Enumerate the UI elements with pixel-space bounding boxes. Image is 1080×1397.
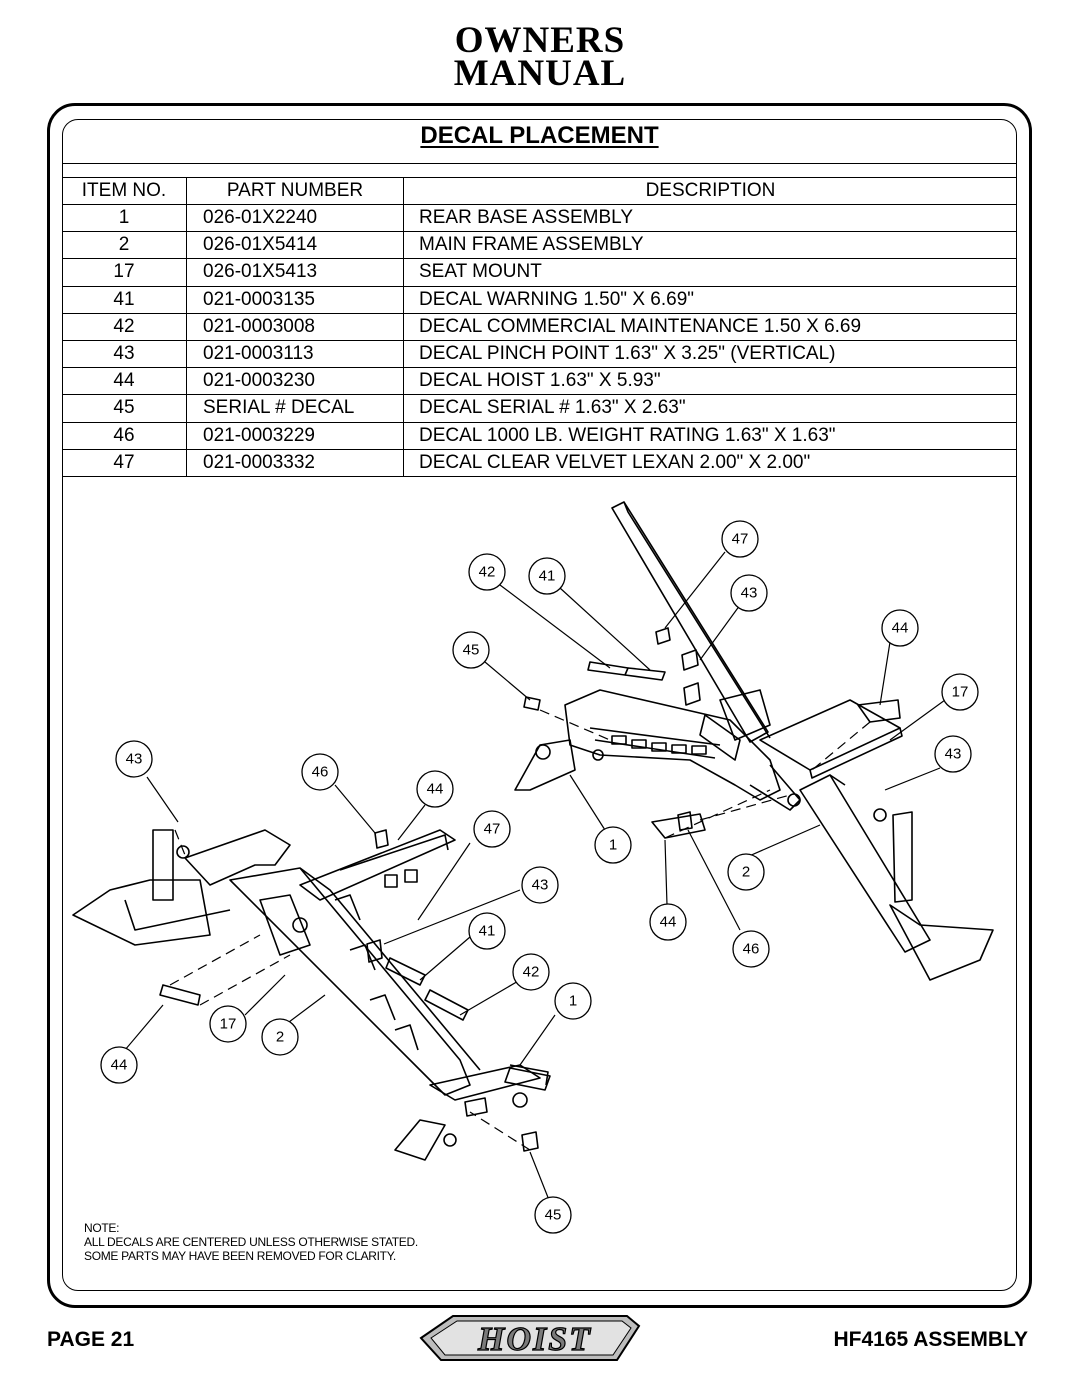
callout-label: 46 xyxy=(743,941,760,958)
col-description: DESCRIPTION xyxy=(403,177,1017,205)
callout-label: 2 xyxy=(276,1029,284,1046)
decal-placement-diagram: 47 42 41 43 44 45 17 43 43 46 44 47 1 2 43 41 44 46 42 1 17 2… xyxy=(72,501,994,1234)
callout-label: 44 xyxy=(660,914,677,931)
description-cell: DECAL HOIST 1.63" X 5.93" xyxy=(403,367,1017,396)
item-no-cell: 2 xyxy=(62,231,187,260)
item-no-cell: 45 xyxy=(62,394,187,423)
item-no-cell: 43 xyxy=(62,339,187,369)
seat-mount-left xyxy=(299,829,456,901)
title-divider xyxy=(62,163,1017,164)
callout-label: 47 xyxy=(732,531,749,548)
decals-lower xyxy=(159,829,551,1152)
part-number-cell: 026-01X2240 xyxy=(186,203,404,233)
item-no-cell: 44 xyxy=(62,367,187,396)
description-cell: DECAL PINCH POINT 1.63" X 3.25" (VERTICA… xyxy=(403,339,1017,369)
part-number-cell: 021-0003008 xyxy=(186,312,404,341)
callout-label: 2 xyxy=(742,864,750,881)
table-header-row: ITEM NO. PART NUMBER DESCRIPTION xyxy=(62,177,1017,205)
part-number-cell: 021-0003230 xyxy=(186,367,404,396)
rear-base-right xyxy=(787,774,994,981)
description-cell: DECAL COMMERCIAL MAINTENANCE 1.50 X 6.69 xyxy=(403,312,1017,341)
callout-label: 44 xyxy=(427,781,444,798)
description-cell: MAIN FRAME ASSEMBLY xyxy=(403,231,1017,260)
item-no-cell: 41 xyxy=(62,285,187,314)
callout-label: 43 xyxy=(741,585,758,602)
description-cell: SEAT MOUNT xyxy=(403,258,1017,287)
callout-circles xyxy=(100,520,979,1234)
part-number-cell: 026-01X5413 xyxy=(186,258,404,287)
item-no-cell: 17 xyxy=(62,258,187,287)
callout-label: 43 xyxy=(126,751,143,768)
callout-label: 43 xyxy=(945,746,962,763)
callout-label: 46 xyxy=(312,764,329,781)
rear-frame-left xyxy=(394,1064,549,1161)
callout-label: 42 xyxy=(523,964,540,981)
svg-text:HOIST: HOIST xyxy=(477,1321,592,1358)
note-label: NOTE: xyxy=(84,1221,120,1235)
callout-label: 1 xyxy=(569,993,577,1010)
item-no-cell: 42 xyxy=(62,312,187,341)
hoist-logo: HOIST xyxy=(419,1315,641,1361)
callout-label: 42 xyxy=(479,564,496,581)
part-number-cell: 021-0003135 xyxy=(186,285,404,314)
callout-label: 45 xyxy=(463,642,480,659)
part-number-cell: 021-0003113 xyxy=(186,339,404,369)
col-item-no: ITEM NO. xyxy=(62,177,187,205)
callout-label: 41 xyxy=(539,568,556,585)
part-number-cell: 026-01X5414 xyxy=(186,231,404,260)
inner-frame xyxy=(62,119,1017,1291)
callout-label: 45 xyxy=(545,1207,562,1224)
page-number: PAGE 21 xyxy=(47,1328,135,1351)
leader-lines xyxy=(124,551,946,1201)
callout-label: 17 xyxy=(220,1016,237,1033)
alignment-lines xyxy=(169,709,871,1151)
item-no-cell: 46 xyxy=(62,421,187,450)
main-frame-right xyxy=(514,689,781,801)
callout-label: 44 xyxy=(111,1057,128,1074)
main-frame-left xyxy=(229,867,481,1096)
part-number-cell: SERIAL # DECAL xyxy=(186,394,404,423)
description-cell: DECAL CLEAR VELVET LEXAN 2.00" X 2.00" xyxy=(403,448,1017,477)
description-cell: DECAL SERIAL # 1.63" X 2.63" xyxy=(403,394,1017,423)
col-part-number: PART NUMBER xyxy=(186,177,404,205)
outer-frame xyxy=(47,103,1032,1308)
item-no-cell: 1 xyxy=(62,203,187,233)
callout-label: 17 xyxy=(952,684,969,701)
description-cell: DECAL WARNING 1.50" X 6.69" xyxy=(403,285,1017,314)
callout-label: 47 xyxy=(484,821,501,838)
note-line-2: SOME PARTS MAY HAVE BEEN REMOVED FOR CLA… xyxy=(84,1249,396,1263)
model-assembly: HF4165 ASSEMBLY xyxy=(833,1328,1028,1351)
part-number-cell: 021-0003229 xyxy=(186,421,404,450)
section-title: DECAL PLACEMENT xyxy=(420,122,659,149)
part-number-cell: 021-0003332 xyxy=(186,448,404,477)
upright-assembly xyxy=(611,501,771,761)
note-line-1: ALL DECALS ARE CENTERED UNLESS OTHERWISE… xyxy=(84,1235,418,1249)
callout-label: 44 xyxy=(892,620,909,637)
description-cell: REAR BASE ASSEMBLY xyxy=(403,203,1017,233)
header-owners: OWNERS xyxy=(454,20,626,61)
item-no-cell: 47 xyxy=(62,448,187,477)
callout-label: 1 xyxy=(609,837,617,854)
callout-label: 43 xyxy=(532,877,549,894)
header-manual: MANUAL xyxy=(453,53,627,94)
callout-label: 41 xyxy=(479,923,496,940)
rear-base-left xyxy=(72,829,291,946)
decals-upper xyxy=(523,627,901,839)
description-cell: DECAL 1000 LB. WEIGHT RATING 1.63" X 1.6… xyxy=(403,421,1017,450)
